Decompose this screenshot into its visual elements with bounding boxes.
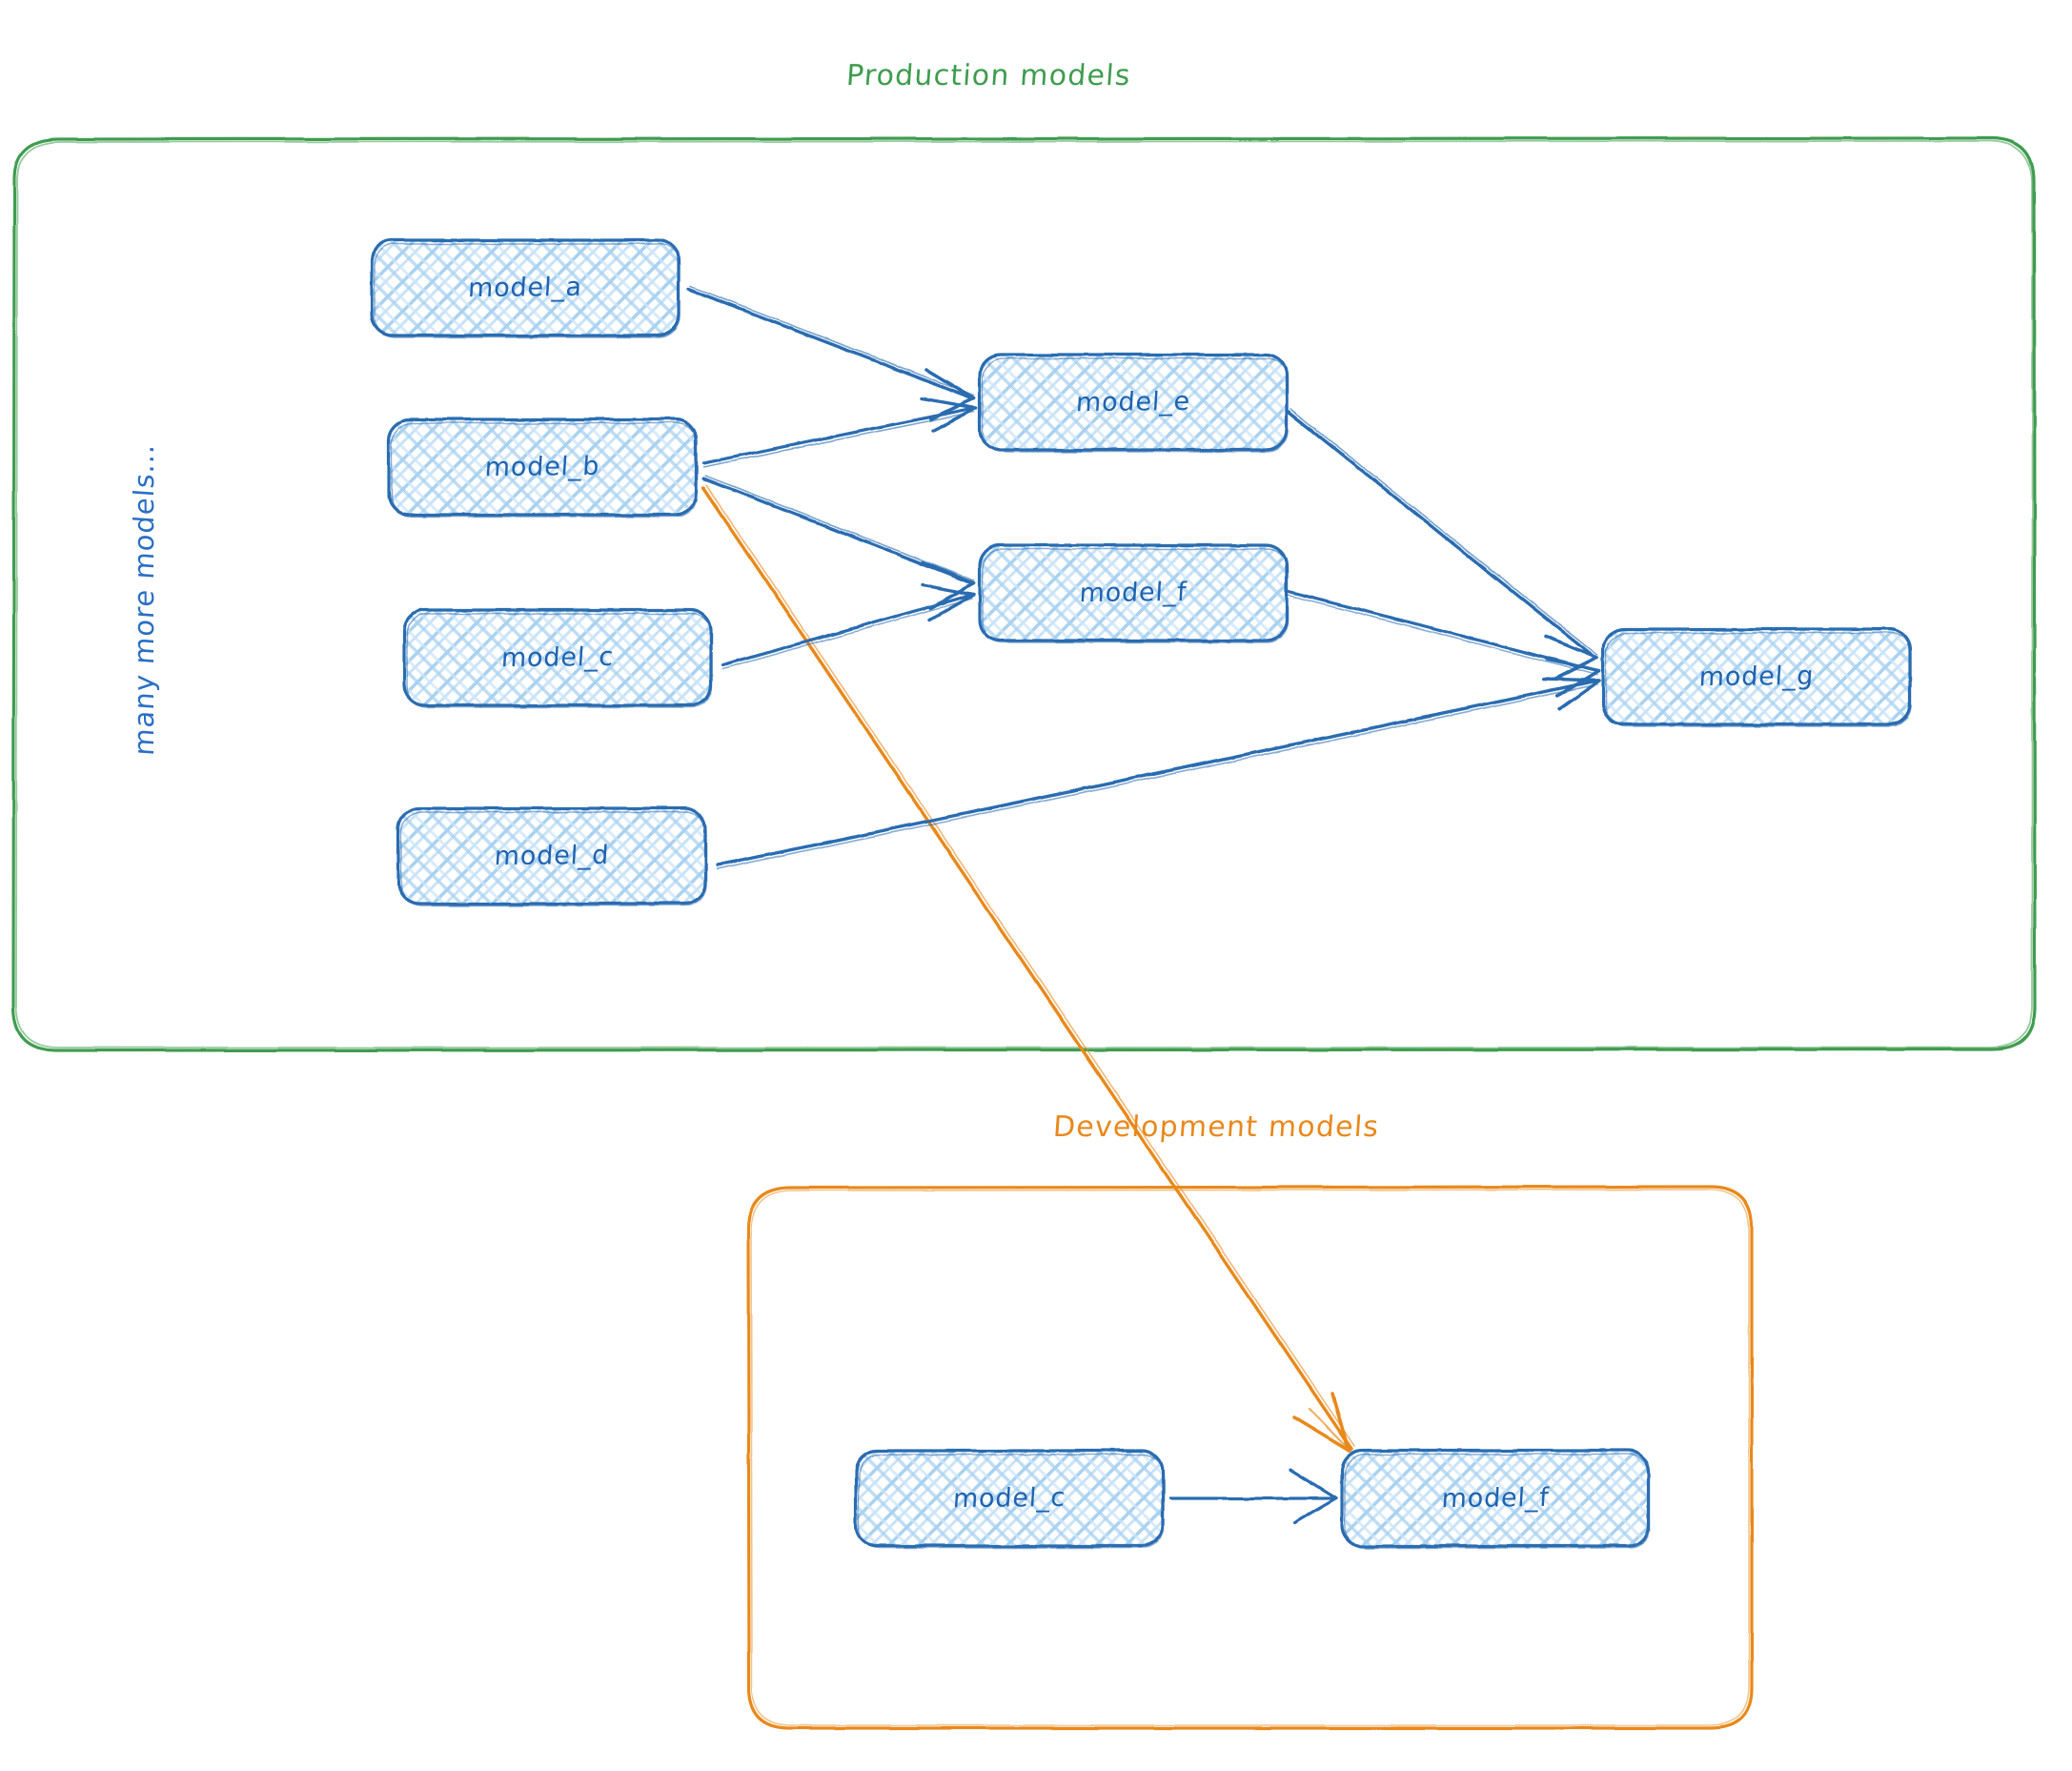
node-prod-model-a[interactable]: [370, 238, 681, 338]
production-group-title: Production models: [844, 59, 1132, 92]
edge-model-b-to-model-f[interactable]: [701, 475, 976, 610]
edge-model-e-to-model-g[interactable]: [1287, 408, 1599, 681]
edge-model-b-to-model-e[interactable]: [701, 397, 978, 468]
node-prod-model-f[interactable]: [978, 543, 1289, 643]
production-container[interactable]: [11, 136, 2037, 1052]
node-prod-model-c[interactable]: [402, 608, 713, 708]
node-prod-model-d[interactable]: [396, 806, 707, 906]
edge-dev-model-c-to-dev-model-f[interactable]: [1168, 1468, 1338, 1525]
edge-prod-model-b-to-dev-model-f[interactable]: [701, 484, 1355, 1453]
development-group-title: Development models: [1051, 1110, 1381, 1144]
development-container[interactable]: [746, 1185, 1754, 1730]
node-dev-model-c[interactable]: [854, 1449, 1165, 1549]
node-prod-model-e[interactable]: [978, 353, 1289, 453]
node-prod-model-g[interactable]: [1601, 627, 1912, 727]
edge-model-c-to-model-f[interactable]: [721, 583, 976, 670]
node-dev-model-f[interactable]: [1340, 1449, 1651, 1549]
node-prod-model-b[interactable]: [387, 417, 698, 518]
edge-model-d-to-model-g[interactable]: [715, 677, 1601, 870]
many-more-models-note: many more models...: [128, 442, 160, 757]
